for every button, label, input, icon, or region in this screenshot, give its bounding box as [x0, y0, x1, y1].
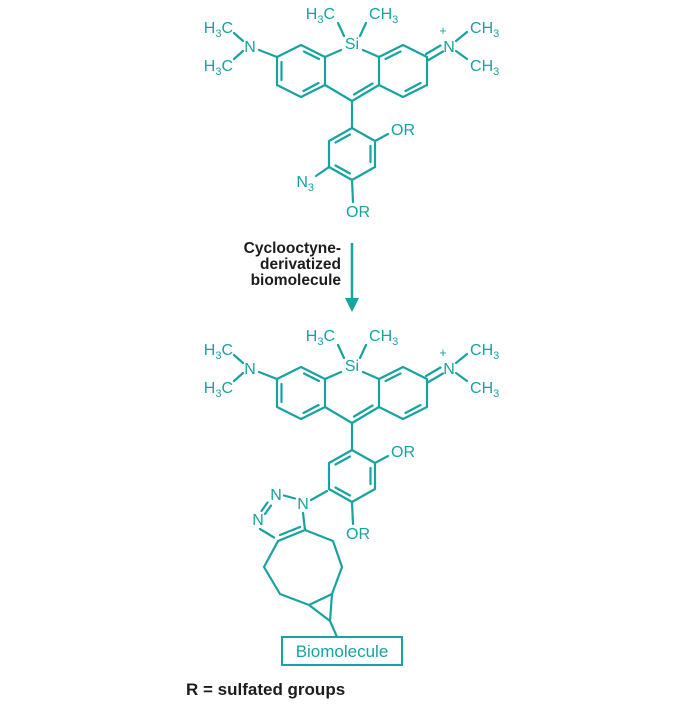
- reaction-arrow: [345, 243, 359, 312]
- footnote-r-definition: R = sulfated groups: [186, 680, 345, 699]
- biomolecule-label: Biomolecule: [296, 642, 389, 661]
- product-dye-core: [202, 326, 501, 545]
- azide-bond: [314, 165, 331, 178]
- azide-label: N3: [296, 174, 314, 194]
- triazole-n2-label: N: [270, 487, 282, 504]
- product-structure: N N N Biomolecule: [202, 326, 501, 666]
- triazole-bonds: [258, 489, 329, 543]
- arrow-label-line-2: derivatized: [260, 256, 341, 273]
- triazole-ring: N N N: [252, 487, 329, 543]
- arrow-condition-label: Cyclooctyne- derivatized biomolecule: [244, 240, 342, 289]
- reactant-structure: N3: [202, 4, 501, 223]
- triazole-n1-label: N: [297, 496, 309, 513]
- triazole-n3-label: N: [252, 512, 264, 529]
- arrow-head: [345, 298, 359, 312]
- reactant-dye-core: [202, 4, 501, 223]
- biomolecule-box: Biomolecule: [281, 636, 403, 666]
- cyclooctane-bonds: [262, 528, 344, 639]
- azide-group: N3: [296, 165, 331, 194]
- arrow-label-line-1: Cyclooctyne-: [244, 240, 341, 257]
- biomolecule-box-outline: [281, 636, 403, 666]
- arrow-label-line-3: biomolecule: [251, 272, 342, 289]
- bicyclononane-ring: [262, 528, 344, 639]
